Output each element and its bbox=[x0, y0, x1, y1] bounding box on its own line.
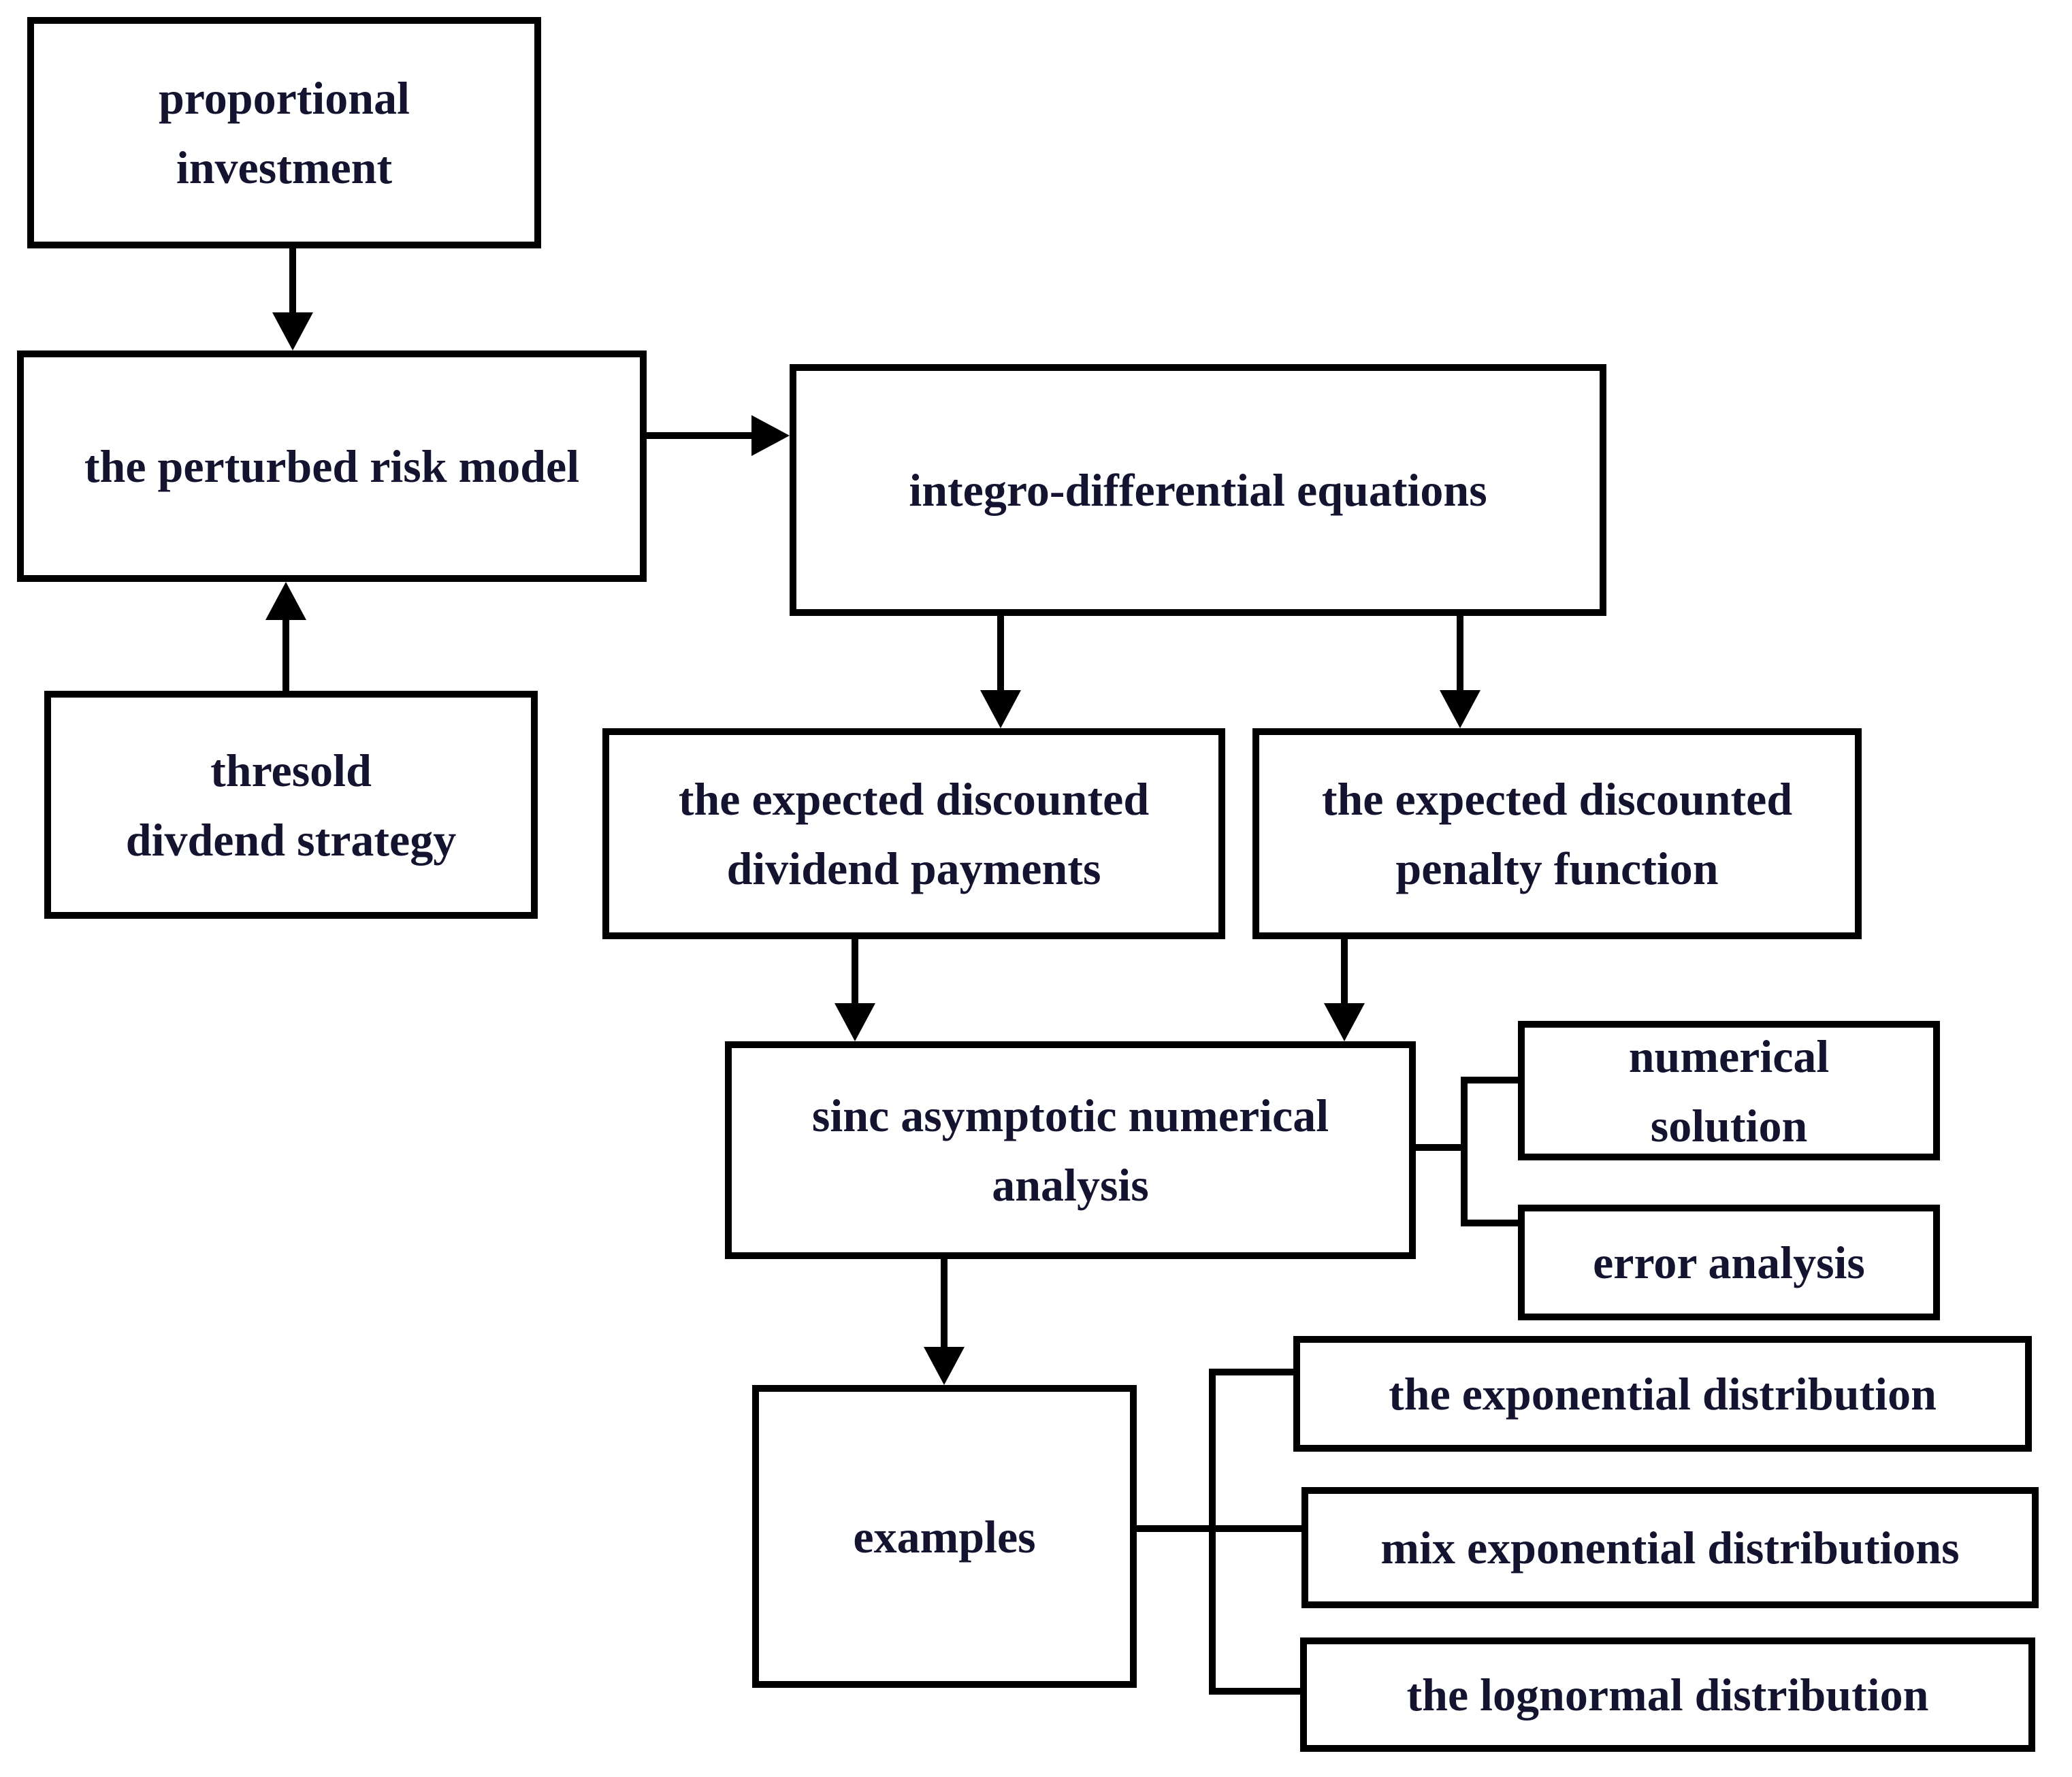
node-label: proportional bbox=[158, 72, 410, 124]
node-label: the expected discounted bbox=[678, 773, 1150, 825]
node-label: penalty function bbox=[1395, 843, 1719, 894]
connector-examples-main-line bbox=[1137, 1525, 1301, 1532]
arrow-penalty-to-sinc-stem bbox=[1341, 939, 1348, 1006]
arrow-proportional-to-perturbed-stem bbox=[289, 248, 296, 314]
node-sinc-asymptotic-numerical-analysis: sinc asymptotic numerical analysis bbox=[725, 1041, 1416, 1259]
arrow-thresold-to-perturbed-head bbox=[265, 582, 306, 620]
connector-sinc-to-error-stub bbox=[1461, 1220, 1518, 1226]
node-thresold-divdend-strategy: thresold divdend strategy bbox=[44, 691, 538, 919]
node-integro-differential-equations: integro-differential equations bbox=[790, 364, 1606, 616]
node-perturbed-risk-model: the perturbed risk model bbox=[17, 350, 647, 582]
node-label: thresold bbox=[210, 744, 372, 796]
arrow-perturbed-to-integro-stem bbox=[647, 432, 753, 439]
node-label: the exponential distribution bbox=[1389, 1368, 1937, 1420]
node-label: investment bbox=[176, 142, 393, 193]
node-label: integro-differential equations bbox=[909, 464, 1487, 516]
arrow-integro-to-penalty-stem bbox=[1457, 616, 1463, 693]
node-label: divdend strategy bbox=[125, 813, 457, 866]
arrow-perturbed-to-integro-head bbox=[751, 415, 790, 456]
node-label: the perturbed risk model bbox=[84, 440, 580, 492]
arrow-integro-to-dividend-stem bbox=[997, 616, 1004, 693]
node-label: dividend payments bbox=[726, 843, 1101, 894]
connector-examples-to-exponential-stub bbox=[1209, 1369, 1293, 1375]
node-label: examples bbox=[853, 1510, 1036, 1563]
node-label: the expected discounted bbox=[1321, 773, 1793, 825]
node-label: numerical bbox=[1628, 1030, 1830, 1082]
connector-sinc-main-line bbox=[1416, 1144, 1468, 1151]
node-label: solution bbox=[1650, 1099, 1808, 1152]
node-exponential-distribution: the exponential distribution bbox=[1293, 1336, 2032, 1452]
arrow-dividend-to-sinc-head bbox=[835, 1003, 875, 1041]
arrow-dividend-to-sinc-stem bbox=[852, 939, 858, 1006]
arrow-integro-to-penalty-head bbox=[1440, 690, 1480, 728]
arrow-thresold-to-perturbed-stem bbox=[282, 616, 289, 691]
node-label: sinc asymptotic numerical bbox=[811, 1090, 1329, 1141]
node-lognormal-distribution: the lognormal distribution bbox=[1300, 1637, 2035, 1752]
node-label: mix exponential distributions bbox=[1380, 1522, 1960, 1574]
node-label: analysis bbox=[992, 1159, 1149, 1211]
node-label: the lognormal distribution bbox=[1406, 1669, 1929, 1721]
arrow-penalty-to-sinc-head bbox=[1324, 1003, 1365, 1041]
node-mix-exponential-distributions: mix exponential distributions bbox=[1301, 1487, 2039, 1608]
node-error-analysis: error analysis bbox=[1518, 1205, 1940, 1320]
node-expected-discounted-penalty-function: the expected discounted penalty function bbox=[1252, 728, 1862, 939]
arrow-sinc-to-examples-head bbox=[924, 1347, 965, 1385]
connector-sinc-to-numerical-stub bbox=[1461, 1077, 1518, 1083]
connector-examples-to-lognormal-stub bbox=[1209, 1688, 1300, 1695]
node-expected-discounted-dividend-payments: the expected discounted dividend payment… bbox=[602, 728, 1225, 939]
node-label: error analysis bbox=[1593, 1237, 1865, 1288]
arrow-sinc-to-examples-stem bbox=[941, 1259, 948, 1350]
connector-examples-bracket bbox=[1209, 1369, 1216, 1695]
arrow-proportional-to-perturbed-head bbox=[272, 312, 313, 350]
node-examples: examples bbox=[752, 1385, 1137, 1688]
connector-sinc-bracket bbox=[1461, 1077, 1468, 1226]
arrow-integro-to-dividend-head bbox=[980, 690, 1021, 728]
node-proportional-investment: proportional investment bbox=[27, 17, 541, 248]
node-numerical-solution: numerical solution bbox=[1518, 1021, 1940, 1160]
